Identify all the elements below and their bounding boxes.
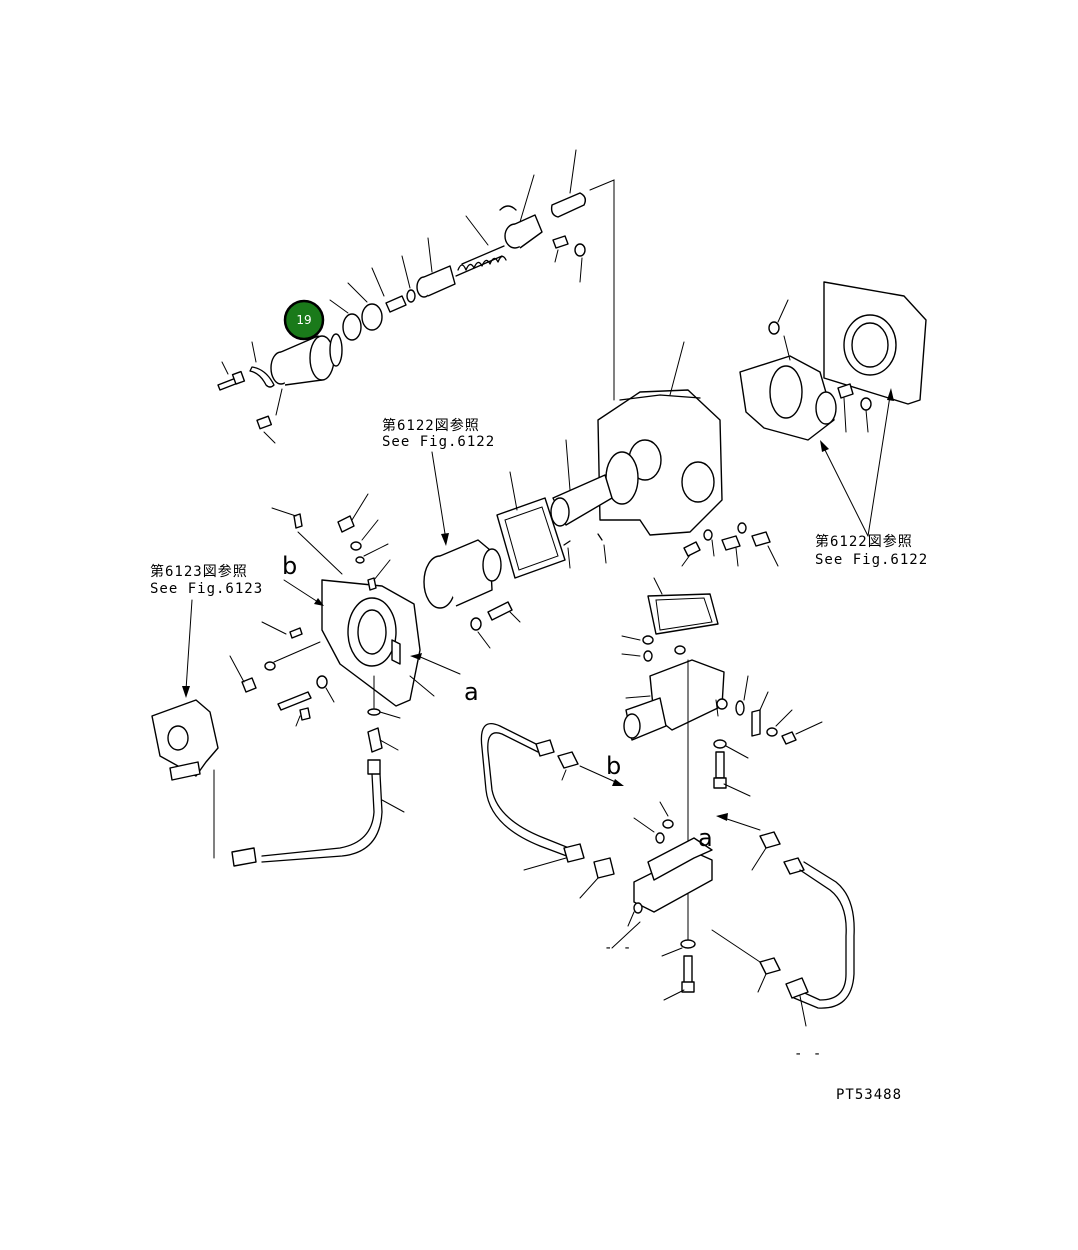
reference-fig-6123: 第6123図参照 See Fig.6123 (150, 563, 263, 781)
center-cylinder (423, 539, 521, 649)
reference-fig-6122-center: 第6122図参照 See Fig.6122 (382, 417, 495, 546)
marker-b-label: b (282, 552, 297, 580)
reference-en: See Fig.6123 (150, 581, 263, 597)
callout-19-label: 19 (296, 313, 311, 327)
marker-b-label: b (606, 752, 621, 780)
drawing-number: PT53488 (836, 1087, 902, 1103)
callout-19[interactable]: 19 (283, 299, 325, 341)
reference-jp: 第6123図参照 (150, 563, 248, 580)
reference-en: See Fig.6122 (382, 434, 495, 450)
left-flange: b a (213, 493, 479, 867)
svg-text:- -: - - (604, 940, 632, 956)
valve-block: b - - a (480, 577, 855, 1062)
marker-a-label: a (698, 824, 713, 852)
reference-jp: 第6122図参照 (815, 533, 913, 550)
valve-assembly (217, 149, 615, 444)
reference-en: See Fig.6122 (815, 552, 928, 568)
right-cover: 第6122図参照 See Fig.6122 (739, 281, 928, 568)
svg-text:- -: - - (794, 1046, 822, 1062)
marker-a-label: a (464, 678, 479, 706)
main-housing (496, 341, 779, 579)
reference-jp: 第6122図参照 (382, 417, 480, 434)
